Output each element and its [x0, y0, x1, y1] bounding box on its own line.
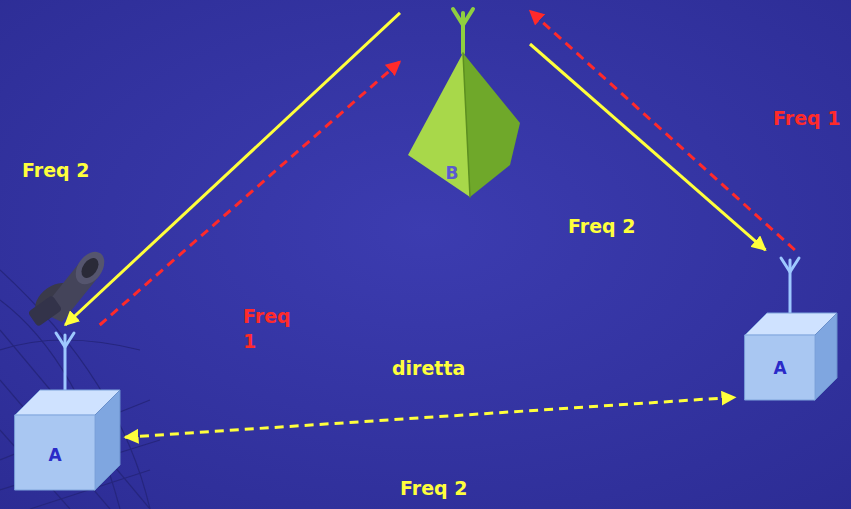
shape-part: [781, 258, 799, 272]
frequency-label: Freq 1: [773, 106, 840, 131]
terminal-box: A: [10, 325, 125, 495]
grid-decoration: [0, 270, 160, 509]
dashed-link: [125, 397, 735, 437]
node-label: A: [48, 445, 61, 465]
shape-part: [15, 415, 95, 490]
node-shape: [400, 5, 530, 200]
shape-part: [463, 53, 520, 197]
shape-part: [815, 313, 837, 400]
frequency-label: Freq 2: [400, 476, 467, 501]
dashed-link: [530, 11, 795, 250]
frequency-label: Freq 1: [243, 304, 298, 353]
shape-part: [745, 335, 815, 400]
dashed-link: [100, 62, 400, 325]
shape-part: [453, 9, 473, 25]
radio-link: [530, 44, 765, 250]
node-shape: [10, 325, 125, 495]
shape-part: [56, 333, 74, 347]
base-station: B: [400, 5, 530, 200]
shape-part: [408, 53, 470, 197]
terminal-box: A: [735, 250, 840, 405]
camera-illustration: [28, 246, 111, 327]
frequency-label: Freq 2: [22, 158, 89, 183]
node-label: B: [446, 163, 459, 183]
shape-part: [95, 390, 120, 490]
frequency-label: Freq 2: [568, 214, 635, 239]
node-shape: [735, 250, 840, 405]
shape-part: [463, 53, 470, 197]
radio-link: [65, 13, 400, 325]
node-label: A: [773, 358, 786, 378]
frequency-label: diretta: [392, 356, 465, 381]
